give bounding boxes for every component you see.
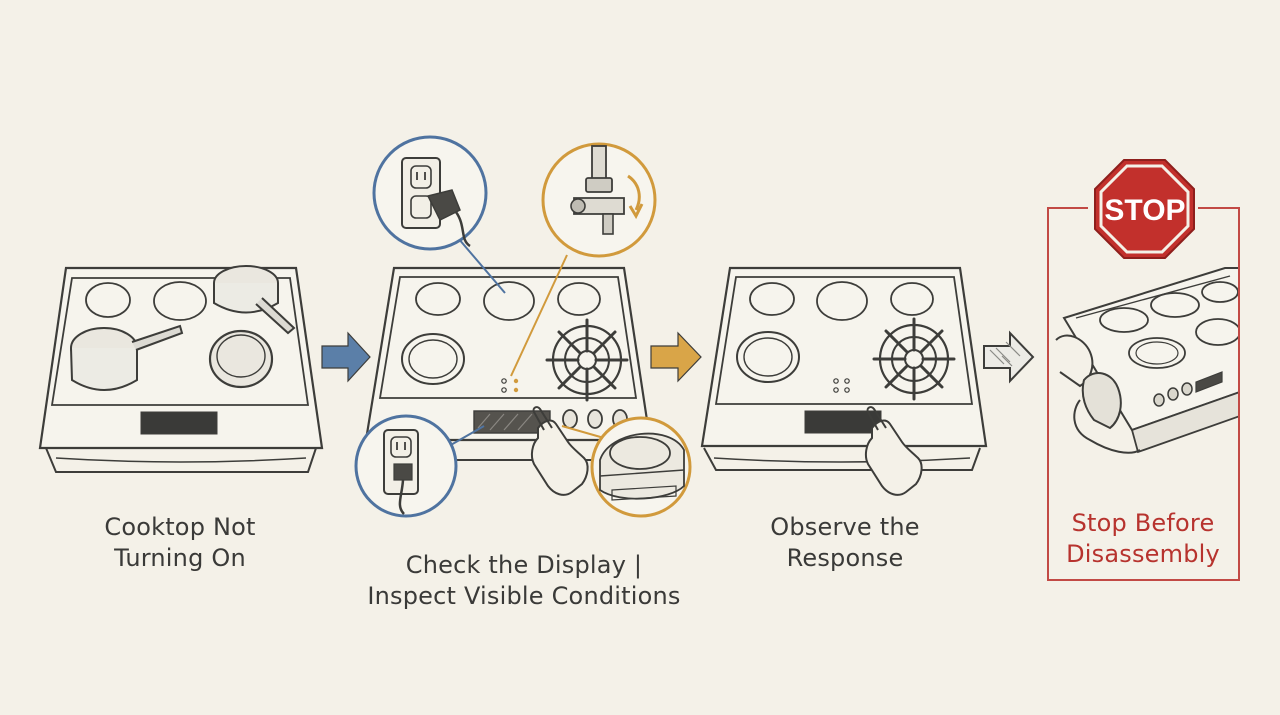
step-1-caption: Cooktop Not Turning On	[104, 513, 256, 572]
stop-sign-icon: STOP	[1094, 159, 1195, 259]
step-3-cooktop	[700, 266, 988, 496]
step-3-caption: Observe the Response	[770, 513, 920, 572]
step-2-cooktop	[364, 237, 652, 496]
step-4-caption: Stop Before Disassembly	[1066, 509, 1220, 568]
power-outlet-icon	[354, 414, 458, 518]
gas-valve-icon	[541, 142, 657, 258]
step-1-cooktop	[38, 265, 324, 473]
flow-arrow-3	[983, 330, 1035, 384]
stop-sign-text: STOP	[1104, 194, 1185, 227]
step-2-caption: Check the Display | Inspect Visible Cond…	[367, 551, 681, 610]
flow-arrow-2	[650, 331, 702, 383]
flow-arrow-1	[321, 331, 371, 383]
step-4-stop-panel	[1047, 207, 1240, 581]
cooktop-corner-zoom	[590, 416, 692, 518]
power-outlet-icon	[372, 135, 488, 251]
